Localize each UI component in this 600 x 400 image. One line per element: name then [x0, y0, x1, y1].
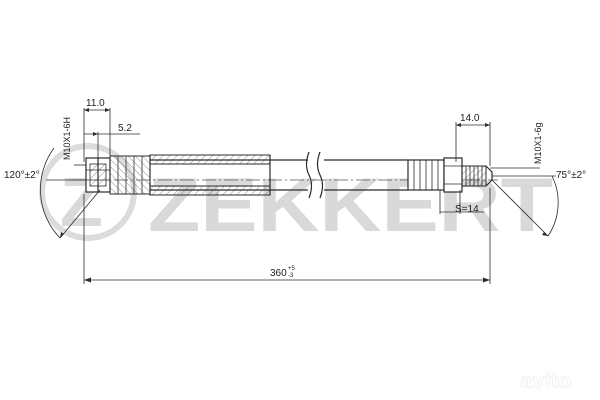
right-wrench-size: S=14: [455, 204, 479, 215]
right-ferrule: [407, 159, 445, 191]
left-ferrule: [109, 155, 151, 195]
overall-length-tol-lower: -3: [288, 273, 294, 279]
left-thread-label: M10X1-6H: [62, 117, 72, 160]
overall-length-tol-upper: +5: [288, 266, 296, 272]
left-dimensions: [74, 108, 140, 166]
left-angle-label: 120°±2°: [4, 170, 40, 181]
left-fitting: [85, 157, 111, 193]
right-length-dim: 14.0: [460, 113, 480, 124]
avito-watermark: avito: [482, 367, 572, 393]
left-offset-dim: 5.2: [118, 123, 132, 134]
right-dimensions: [439, 122, 540, 214]
right-thread-label: M10X1-6g: [533, 122, 543, 164]
left-angle-indicator: [40, 147, 101, 239]
right-hex-nut: [443, 157, 463, 193]
right-male-fitting: [461, 165, 493, 187]
overall-length-dimension: [83, 188, 491, 284]
avito-text: avito: [520, 368, 571, 393]
right-angle-indicator: [491, 175, 559, 237]
overall-length-value: 360: [270, 268, 287, 279]
right-angle-label: 75°±2°: [556, 170, 586, 181]
left-length-dim: 11.0: [86, 98, 105, 109]
avito-dots-icon: [482, 367, 516, 390]
